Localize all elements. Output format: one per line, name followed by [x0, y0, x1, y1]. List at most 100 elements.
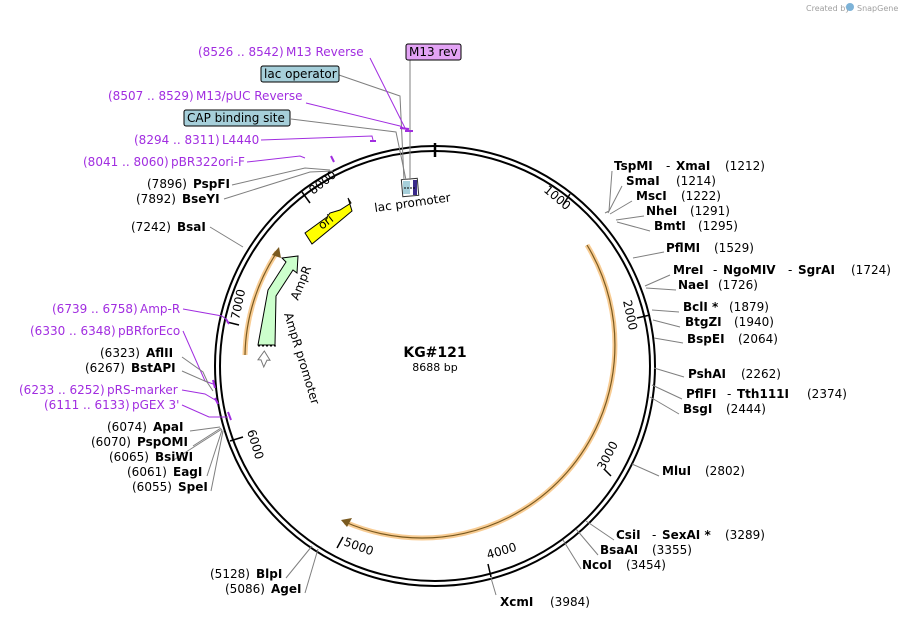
site-mrei-dash: -	[713, 263, 717, 277]
pos-apai: (6074)	[107, 420, 147, 434]
leader-lac-operator	[338, 74, 405, 181]
leader-smai	[607, 185, 623, 214]
primer-range-prs: (6233 .. 6252)	[19, 383, 105, 397]
site-bsai: BsaI	[177, 220, 206, 234]
leader-cap	[290, 118, 407, 181]
left-site-labels: (7896) PspFI (7892) BseYI (7242) BsaI (6…	[85, 177, 301, 596]
plasmid-length: 8688 bp	[412, 361, 457, 374]
site-bsgi: BsgI	[683, 402, 712, 416]
boxed-labels: M13 rev lac operator CAP binding site	[183, 43, 462, 127]
site-mlui: MluI	[662, 464, 691, 478]
orf-arcs	[242, 243, 618, 541]
leader-pgex	[181, 404, 228, 418]
pos-btgzi: (1940)	[734, 315, 774, 329]
tick-4000: 4000	[485, 540, 518, 562]
pos-bsgi: (2444)	[726, 402, 766, 416]
tick-2000-mark	[636, 314, 651, 319]
tick-8000-mark	[301, 191, 311, 204]
leader-pflmi	[632, 251, 665, 259]
leader-spei	[210, 430, 224, 492]
leader-aflii	[181, 356, 209, 384]
tick-5000-mark	[336, 536, 344, 549]
leader-ncoi	[562, 539, 582, 570]
site-sexai: SexAI *	[662, 528, 711, 542]
snapgene-logo-icon	[846, 3, 854, 11]
leader-btgzi	[652, 319, 681, 328]
site-pflmi: PflMI	[666, 241, 700, 255]
leader-pshai	[653, 367, 685, 378]
pos-tspmi: (1212)	[725, 159, 765, 173]
primer-name-pgex: pGEX 3'	[132, 398, 179, 412]
leader-msci	[609, 200, 633, 215]
primer-range-l4440: (8294 .. 8311)	[134, 133, 220, 147]
pos-blpi: (5128)	[210, 567, 250, 581]
site-apai: ApaI	[153, 420, 183, 434]
pos-eagi: (6061)	[127, 465, 167, 479]
tick-3000: 3000	[594, 439, 621, 473]
orf-arc-right	[344, 243, 618, 541]
site-mrei: MreI	[673, 263, 703, 277]
site-msci: MscI	[636, 189, 667, 203]
ampr-arrow	[257, 255, 299, 346]
pos-mrei: (1724)	[851, 263, 891, 277]
primer-range-pbr322: (8041 .. 8060)	[83, 155, 169, 169]
site-tspmi-dash: -	[666, 159, 670, 173]
site-ngomiv: NgoMIV	[723, 263, 776, 277]
top-leaders	[209, 60, 411, 248]
tick-1000-mark	[562, 193, 571, 206]
leader-pbr322	[246, 155, 306, 163]
pos-nhei: (1291)	[690, 204, 730, 218]
site-btgzi: BtgZI	[685, 315, 722, 329]
ampr-promoter-label: AmpR promoter	[281, 311, 322, 406]
primer-name-pbrforeco: pBRforEco	[118, 324, 180, 338]
leader-mlui	[631, 463, 660, 477]
pos-mlui: (2802)	[705, 464, 745, 478]
site-naei: NaeI	[678, 278, 709, 292]
site-pspfi: PspFI	[193, 177, 230, 191]
pos-naei: (1726)	[718, 278, 758, 292]
site-aflii: AflII	[146, 346, 173, 360]
mark-pbrforeco	[212, 379, 216, 389]
leader-eagi	[206, 429, 223, 477]
leader-bseyi	[223, 170, 334, 200]
leader-pspomi	[192, 427, 222, 447]
mark-prs	[214, 397, 219, 405]
right-leaders	[490, 170, 685, 596]
tick-5000: 5000	[342, 535, 375, 559]
pos-bsiwi: (6065)	[109, 450, 149, 464]
leader-prs-marker	[181, 389, 218, 402]
orf-arc-left-line	[244, 251, 278, 356]
leader-bspei	[653, 337, 684, 344]
ori-arrow	[304, 197, 353, 245]
tick-4000-mark	[487, 563, 492, 578]
site-pflfi: PflFI	[686, 387, 716, 401]
site-bsiwi: BsiWI	[155, 450, 193, 464]
lac-operator-mark	[403, 181, 410, 194]
site-xmai: XmaI	[676, 159, 710, 173]
leader-pspfi	[231, 167, 331, 186]
primer-name-m13-reverse: M13 Reverse	[286, 45, 364, 59]
site-spei: SpeI	[178, 480, 208, 494]
site-sgrai: SgrAI	[798, 263, 835, 277]
pos-bsai: (7242)	[131, 220, 171, 234]
pos-pflmi: (1529)	[714, 241, 754, 255]
pos-spei: (6055)	[132, 480, 172, 494]
site-tspmi: TspMI	[614, 159, 653, 173]
site-bspei: BspEI	[687, 332, 725, 346]
leader-bmti	[616, 221, 651, 232]
cap-box	[183, 109, 291, 127]
pos-bseyi: (7892)	[136, 192, 176, 206]
ampr-promoter-arrow	[257, 350, 271, 369]
leader-nhei	[615, 215, 645, 221]
tick-6000-mark	[229, 436, 244, 442]
left-leaders	[171, 356, 319, 594]
pos-bspei: (2064)	[738, 332, 778, 346]
leader-bsai	[209, 226, 244, 248]
leader-mrei	[644, 274, 671, 287]
m13-rev-label: M13 rev	[409, 45, 458, 59]
pos-xcmi: (3984)	[550, 595, 590, 609]
leader-ampr-primer	[182, 308, 228, 321]
leader-naei	[645, 287, 677, 291]
pos-bsaai: (3355)	[652, 543, 692, 557]
tick-1000: 1000	[541, 183, 573, 213]
